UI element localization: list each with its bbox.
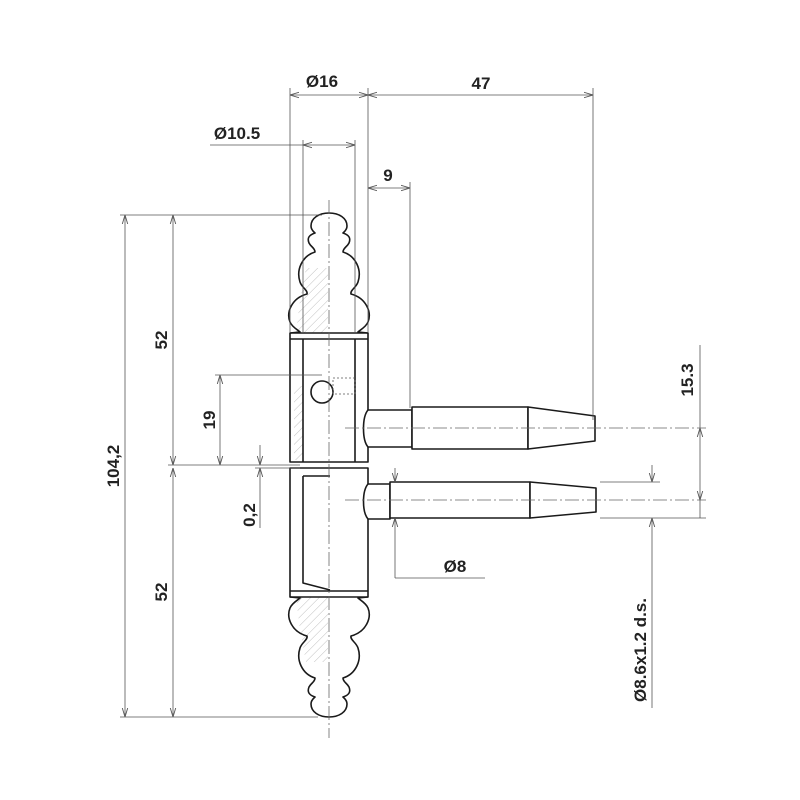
label-pitch: 15.3 xyxy=(678,363,697,396)
label-total: 104,2 xyxy=(104,445,123,488)
lower-pin-neck xyxy=(362,483,391,520)
bearing-ball xyxy=(310,380,334,404)
label-bottom52: 52 xyxy=(152,583,171,602)
lower-pin-taper xyxy=(529,481,597,519)
label-dia16: Ø16 xyxy=(306,72,338,91)
section-hatch-top xyxy=(296,268,328,333)
top-finial-right xyxy=(328,212,371,334)
label-gap: 0,2 xyxy=(240,503,259,527)
section-hatch-wall xyxy=(294,386,303,460)
label-dia10-5: Ø10.5 xyxy=(214,124,260,143)
label-9: 9 xyxy=(383,166,392,185)
label-top52: 52 xyxy=(152,331,171,350)
label-19: 19 xyxy=(200,411,219,430)
section-hatch-bottom xyxy=(296,597,328,662)
ball-seat-hidden xyxy=(332,377,356,395)
bottom-finial-right xyxy=(328,596,371,718)
lower-bore-profile xyxy=(302,476,331,591)
label-dia8: Ø8 xyxy=(444,557,467,576)
label-47: 47 xyxy=(472,74,491,93)
label-dia8-6: Ø8.6x1.2 d.s. xyxy=(631,598,650,702)
upper-pin-neck xyxy=(362,409,413,448)
